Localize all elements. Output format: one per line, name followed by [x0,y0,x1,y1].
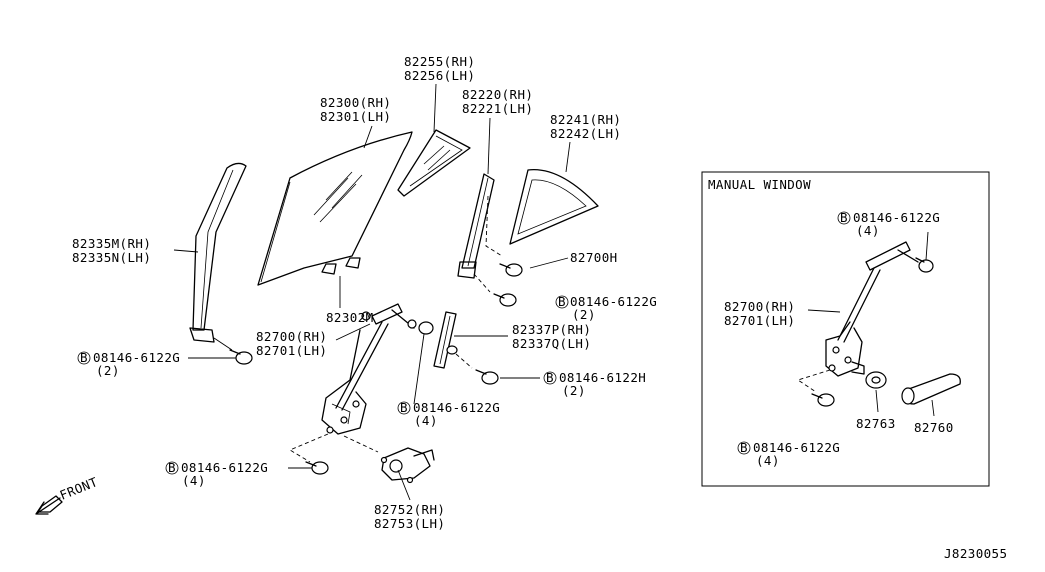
label-bolt-g-1: 08146-6122G [570,294,657,309]
label-bolt-g-6-qty: (4) [756,453,780,468]
partition-glass-drawing [397,129,471,197]
circle-b-label: B [546,370,554,385]
label-82302m: 82302M [326,310,374,325]
bolt-icon [418,321,434,335]
label-bolt-g-3: 08146-6122G [413,400,500,415]
label-82701-a: 82701(LH) [256,343,327,358]
bolt-icon [475,369,499,385]
label-bolt-g-1-qty: (2) [572,307,596,322]
label-82700h: 82700H [570,250,618,265]
label-82242: 82242(LH) [550,126,621,141]
power-regulator-drawing [321,303,417,435]
circle-b-label: B [558,294,566,309]
bolt-icon [915,257,934,273]
label-bolt-h-qty: (2) [562,383,586,398]
label-82701-b: 82701(LH) [724,313,795,328]
label-bolt-g-5: 08146-6122G [853,210,940,225]
label-82337q: 82337Q(LH) [512,336,591,351]
label-bolt-g-4-qty: (4) [182,473,206,488]
motor-drawing [380,447,435,484]
quarter-glass-drawing [509,168,599,245]
diagram-code: J8230055 [944,546,1007,561]
front-arrow-icon [35,495,63,515]
bolt-icon [811,393,835,407]
label-82256: 82256(LH) [404,68,475,83]
label-bolt-g-4: 08146-6122G [181,460,268,475]
circle-b-label: B [740,440,748,455]
label-82300: 82300(RH) [320,95,391,110]
label-front: FRONT [58,474,100,503]
label-82753: 82753(LH) [374,516,445,531]
circle-b-label: B [400,400,408,415]
label-82241: 82241(RH) [550,112,621,127]
bolt-icon [305,461,329,475]
label-bolt-h: 08146-6122H [559,370,646,385]
label-82255: 82255(RH) [404,54,475,69]
circle-b-label: B [80,350,88,365]
label-82700-a: 82700(RH) [256,329,327,344]
circle-b-label: B [840,210,848,225]
label-82301: 82301(LH) [320,109,391,124]
guide-rail-drawing [433,311,458,369]
label-82221: 82221(LH) [462,101,533,116]
door-glass-drawing [257,131,413,286]
label-bolt-g-2-qty: (2) [96,363,120,378]
bolt-icon [213,337,253,365]
circle-b-label: B [168,460,176,475]
label-bolt-g-2: 08146-6122G [93,350,180,365]
sash-drawing [457,173,495,279]
label-82335n: 82335N(LH) [72,250,151,265]
manual-window-title: MANUAL WINDOW [708,177,811,192]
manual-regulator-drawing [825,241,919,377]
handle-icon [901,373,961,405]
bolt-icon [473,273,517,307]
label-82220: 82220(RH) [462,87,533,102]
manual-window-box [701,171,990,487]
label-82337p: 82337P(RH) [512,322,591,337]
label-bolt-g-5-qty: (4) [856,223,880,238]
label-82335m: 82335M(RH) [72,236,151,251]
label-82700-b: 82700(RH) [724,299,795,314]
window-channel-drawing [189,162,247,343]
label-82760: 82760 [914,420,954,435]
washer-icon [865,371,887,389]
label-82763: 82763 [856,416,896,431]
label-82752: 82752(RH) [374,502,445,517]
label-bolt-g-6: 08146-6122G [753,440,840,455]
bolt-icon [499,263,523,277]
label-bolt-g-3-qty: (4) [414,413,438,428]
